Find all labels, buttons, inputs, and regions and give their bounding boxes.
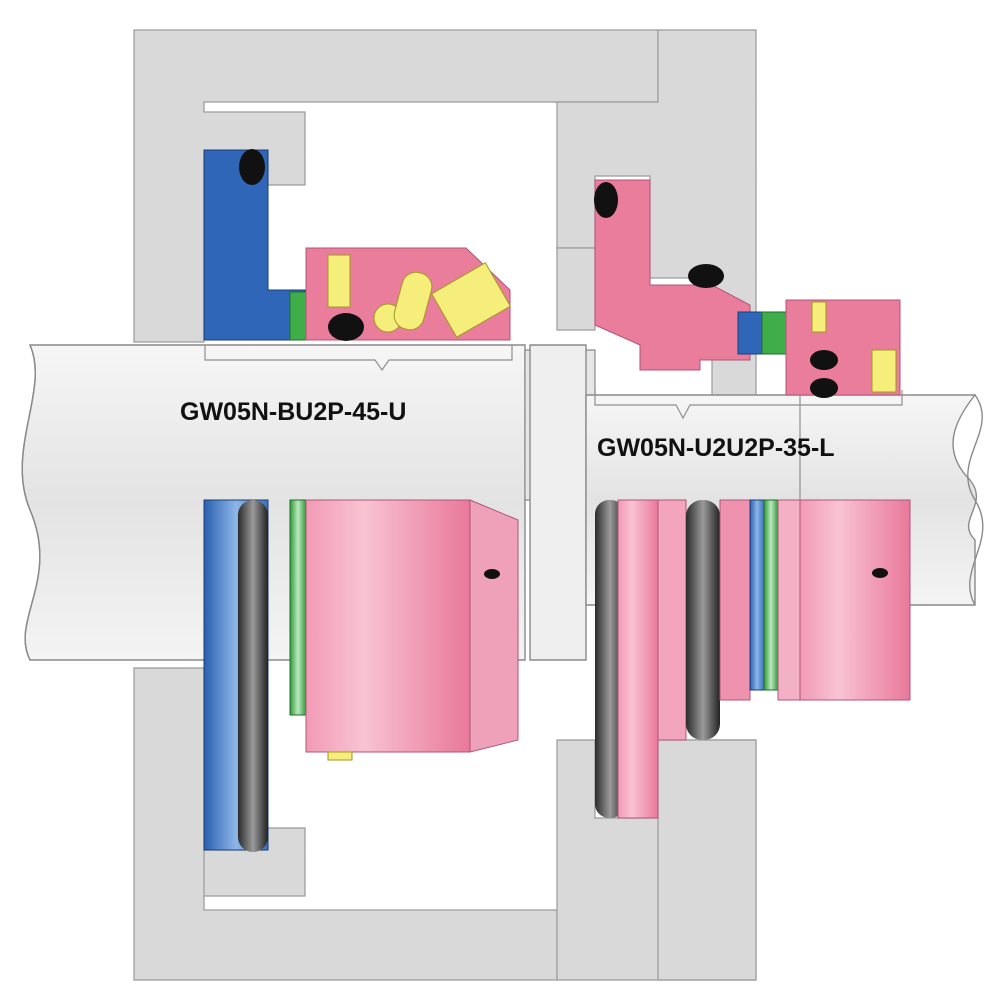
lower-seal-label: GW05N-U2U2P-35-L: [597, 434, 835, 462]
face-oring-lower-1-icon: [810, 350, 838, 370]
upper-seal-exterior: [203, 499, 519, 852]
pin-upper: [393, 271, 433, 331]
set-screw-lower: [811, 301, 827, 333]
lower-seal-section: [594, 179, 901, 398]
face-oring-upper-icon: [328, 313, 364, 341]
brace-lower: [594, 390, 903, 420]
set-screw-exterior: [327, 751, 353, 761]
set-screw-hole-lower-icon: [872, 568, 888, 578]
gland-pink-exterior: [617, 499, 659, 819]
rotary-chamfer-exterior: [469, 499, 519, 753]
seat-oring-exterior: [238, 500, 268, 852]
rotary-body-exterior: [305, 499, 471, 753]
housing-lower-gland: [657, 739, 757, 981]
lower-seal-exterior: [595, 499, 911, 819]
brace-upper: [204, 345, 513, 372]
green-ring-lower-exterior: [763, 499, 779, 691]
drive-key-lower: [871, 349, 897, 393]
green-ring-exterior: [289, 499, 307, 716]
set-screw-hole-upper-icon: [484, 569, 500, 579]
shaft-break-line-left: [21, 344, 41, 661]
gland-body-exterior: [719, 499, 751, 701]
seat-oring-icon: [239, 149, 265, 185]
face-oring-lower-2-icon: [810, 378, 838, 398]
shaft-collar: [529, 344, 587, 661]
gland-insert-pink: [594, 179, 751, 371]
stationary-seat-blue: [203, 149, 306, 341]
gland-oring-exterior: [686, 500, 720, 740]
seal-housing: [133, 29, 757, 981]
rotary-lower-body-exterior: [799, 499, 911, 701]
shaft-break-line-right: [967, 394, 984, 606]
upper-seal-section: [203, 149, 512, 341]
green-oring-lower: [761, 311, 787, 355]
blue-seat-exterior: [749, 499, 765, 691]
set-screw-upper: [327, 254, 351, 308]
blue-seat-lower: [737, 311, 765, 355]
housing-middle-right: [556, 247, 596, 331]
rotary-lower-exterior: [777, 499, 801, 701]
gland-pink-rear: [657, 499, 687, 741]
drive-collar-upper: [430, 262, 512, 338]
gland-oring-2-icon: [688, 264, 724, 288]
label-braces: [204, 345, 903, 500]
gland-oring-icon: [594, 182, 618, 218]
upper-seal-label: GW05N-BU2P-45-U: [180, 398, 406, 426]
